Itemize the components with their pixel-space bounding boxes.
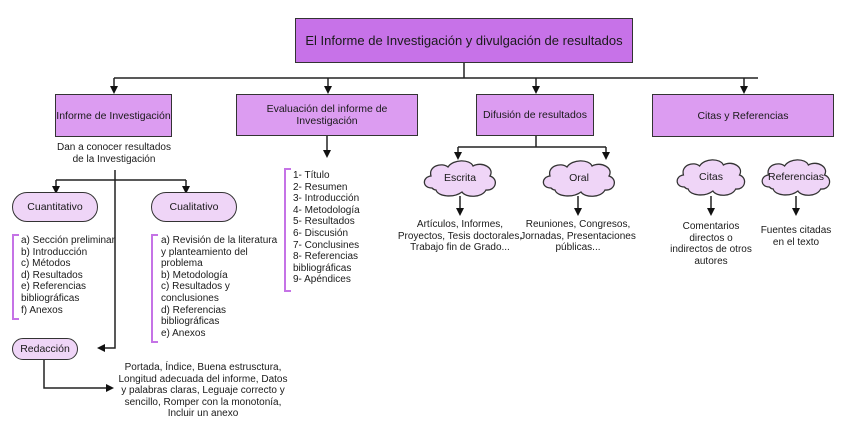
informe-desc-line: Dan a conocer resultados — [57, 142, 171, 153]
root-node: El Informe de Investigación y divulgació… — [295, 18, 633, 63]
cloud-shape — [676, 159, 746, 196]
redaccion-label: Redacción — [20, 343, 70, 355]
citas-node: Citas — [673, 157, 749, 197]
cloud-shape — [423, 160, 496, 197]
citas-label: Citas — [699, 171, 723, 183]
cuantitativo-node: Cuantitativo — [12, 192, 98, 222]
evaluacion-bracket — [284, 168, 291, 292]
list-item: problema — [161, 258, 203, 270]
citas-ref-node: Citas y Referencias — [652, 94, 834, 137]
cloud-shape — [542, 160, 615, 197]
list-item: bibliográficas — [21, 292, 80, 304]
difusion-node: Difusión de resultados — [476, 94, 594, 136]
redaccion-desc: Portada, Índice, Buena estrusctura,Longi… — [112, 362, 294, 420]
list-item: f) Anexos — [21, 304, 63, 316]
desc-line: Longitud adecuada del informe, Datos — [118, 373, 288, 385]
root-title: El Informe de Investigación y divulgació… — [305, 33, 623, 48]
desc-line: indirectos de otros — [670, 244, 752, 256]
list-item: conclusiones — [161, 292, 219, 304]
list-item: a) Sección preliminar — [21, 235, 115, 246]
desc-line: Reuniones, Congresos, — [525, 219, 631, 230]
informe-title: Informe de Investigación — [56, 109, 171, 122]
list-item: c) Métodos — [21, 258, 71, 270]
list-item: e) Anexos — [161, 327, 206, 339]
desc-line: Jornadas, Presentaciones — [520, 230, 636, 242]
cloud-shape — [761, 159, 831, 196]
list-item: bibliográficas — [161, 316, 220, 328]
list-item: 6- Discusión — [293, 227, 349, 239]
informe-node: Informe de Investigación — [55, 94, 172, 137]
list-item: d) Referencias — [161, 304, 227, 316]
list-item: bibliográficas — [293, 262, 352, 274]
desc-line: Artículos, Informes, — [416, 219, 504, 230]
cualitativo-bracket — [151, 234, 158, 343]
list-item: 5- Resultados — [293, 216, 355, 228]
desc-line: directos o — [689, 232, 733, 244]
evaluacion-node: Evaluación del informe de Investigación — [236, 94, 418, 136]
list-item: 3- Introducción — [293, 193, 360, 205]
oral-label: Oral — [569, 172, 589, 184]
evaluacion-title: Evaluación del informe de Investigación — [266, 103, 388, 127]
desc-line: autores — [694, 255, 728, 267]
desc-line: Proyectos, Tesis doctorales, — [397, 230, 523, 242]
escrita-desc: Artículos, Informes,Proyectos, Tesis doc… — [395, 219, 525, 254]
list-item: 4- Metodología — [293, 204, 360, 216]
desc-line: y palabras claras, Leguaje correcto y — [121, 385, 285, 397]
desc-line: Incluir un anexo — [167, 408, 239, 420]
edge-redaccion-desc — [43, 360, 114, 392]
list-item: 8- Referencias — [293, 251, 359, 263]
desc-line: públicas... — [555, 242, 601, 254]
desc-line: Fuentes citadas — [760, 225, 832, 236]
informe-desc: Dan a conocer resultados de la Investiga… — [50, 142, 178, 165]
desc-line: Portada, Índice, Buena estrusctura, — [124, 362, 282, 373]
cualitativo-label: Cualitativo — [169, 201, 219, 213]
list-item: d) Resultados — [21, 269, 83, 281]
list-item: y planteamiento del — [161, 246, 248, 258]
list-item: c) Resultados y — [161, 281, 230, 293]
list-item: e) Referencias — [21, 281, 87, 293]
escrita-node: Escrita — [420, 158, 500, 198]
list-item: 7- Conclusines — [293, 239, 360, 251]
oral-node: Oral — [539, 158, 619, 198]
list-item: a) Revisión de la literatura — [161, 235, 278, 246]
cualitativo-node: Cualitativo — [151, 192, 237, 222]
oral-desc: Reuniones, Congresos,Jornadas, Presentac… — [518, 219, 638, 254]
list-item: b) Metodología — [161, 269, 228, 281]
referencias-label: Referencias — [767, 171, 825, 183]
referencias-node: Referencias — [758, 157, 834, 197]
cuantitativo-label: Cuantitativo — [27, 201, 83, 213]
informe-trunk — [97, 170, 116, 352]
desc-line: Trabajo fin de Grado... — [410, 242, 510, 254]
desc-line: en el texto — [772, 236, 820, 248]
list-item: 2- Resumen — [293, 181, 348, 193]
list-item: 9- Apéndices — [293, 274, 351, 286]
list-item: 1- Título — [293, 170, 330, 181]
desc-line: sencillo, Romper con la monotonía, — [124, 396, 282, 408]
cuantitativo-bracket — [12, 234, 19, 320]
difusion-title: Difusión de resultados — [483, 109, 587, 121]
list-item: b) Introducción — [21, 246, 88, 258]
desc-line: Comentarios — [682, 221, 740, 232]
escrita-label: Escrita — [443, 172, 477, 184]
redaccion-node: Redacción — [12, 338, 78, 360]
citas-ref-title: Citas y Referencias — [697, 109, 789, 122]
informe-desc-line: de la Investigación — [72, 153, 156, 165]
